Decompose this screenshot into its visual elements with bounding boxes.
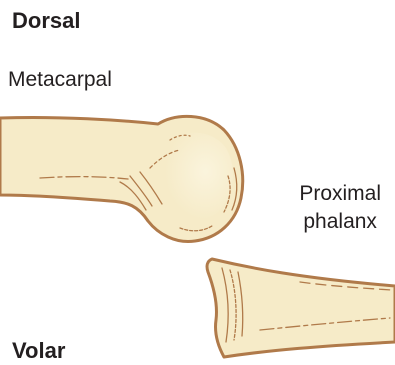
metacarpal-bone	[0, 116, 243, 241]
metacarpal-head-highlight	[160, 133, 233, 220]
proximal-phalanx-shaft	[207, 259, 395, 357]
proximal-phalanx-bone	[207, 259, 395, 357]
